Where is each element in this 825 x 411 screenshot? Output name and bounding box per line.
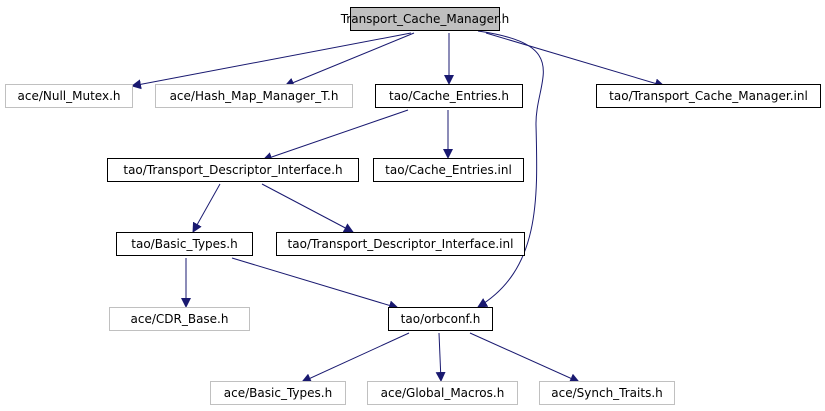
edge-root-to-tcm_inl [485, 32, 665, 89]
node-global-macros: ace/Global_Macros.h [367, 381, 518, 405]
node-label: ace/Global_Macros.h [381, 386, 505, 400]
node-root[interactable]: Transport_Cache_Manager.h [340, 7, 510, 31]
node-label: tao/Transport_Cache_Manager.inl [609, 89, 808, 103]
node-box [375, 84, 523, 108]
node-label: tao/Cache_Entries.inl [385, 163, 512, 177]
node-cache-entries-inl[interactable]: tao/Cache_Entries.inl [373, 158, 524, 182]
node-label: tao/Transport_Descriptor_Interface.h [123, 163, 342, 177]
node-hash-map: ace/Hash_Map_Manager_T.h [155, 84, 353, 108]
node-box [388, 307, 493, 331]
node-box [350, 7, 500, 31]
node-box [596, 84, 821, 108]
node-label: ace/CDR_Base.h [131, 312, 229, 326]
node-cdr-base: ace/CDR_Base.h [109, 307, 250, 331]
node-label: Transport_Cache_Manager.h [340, 12, 510, 26]
node-box [116, 232, 253, 256]
edge-root-to-orbconf [477, 30, 544, 308]
edge-basic_types_tao-to-orbconf [231, 257, 399, 311]
edge-tdi-to-tdi_inl [261, 183, 354, 233]
node-label: tao/Cache_Entries.h [389, 89, 509, 103]
edge-orbconf-to-global_macros [435, 332, 446, 382]
node-box [539, 381, 675, 405]
node-box [155, 84, 353, 108]
node-box [276, 232, 525, 256]
edge-orbconf-to-synch_traits [469, 332, 580, 383]
node-label: tao/Transport_Descriptor_Interface.inl [288, 237, 514, 251]
node-box [107, 158, 359, 182]
edge-tdi-to-basic_types_tao [192, 183, 221, 233]
node-label: tao/orbconf.h [401, 312, 481, 326]
node-cache-entries[interactable]: tao/Cache_Entries.h [375, 84, 523, 108]
edge-root-to-hash_map [284, 32, 415, 88]
node-tdi[interactable]: tao/Transport_Descriptor_Interface.h [107, 158, 359, 182]
node-box [210, 381, 346, 405]
edge-root-to-null_mutex [131, 32, 412, 90]
edges-layer [131, 30, 665, 383]
node-label: ace/Null_Mutex.h [18, 89, 121, 103]
node-synch-traits: ace/Synch_Traits.h [539, 381, 675, 405]
nodes-layer: Transport_Cache_Manager.h ace/Null_Mutex.… [5, 7, 821, 405]
node-label: tao/Basic_Types.h [131, 237, 237, 251]
edge-cache_entries-to-tdi [262, 109, 409, 162]
node-label: ace/Synch_Traits.h [551, 386, 662, 400]
node-box [5, 84, 133, 108]
node-label: ace/Hash_Map_Manager_T.h [170, 89, 339, 103]
edge-orbconf-to-basic_types_ace [301, 332, 410, 383]
node-basic-types-ace: ace/Basic_Types.h [210, 381, 346, 405]
node-box [367, 381, 518, 405]
node-box [109, 307, 250, 331]
node-tcm-inl[interactable]: tao/Transport_Cache_Manager.inl [596, 84, 821, 108]
node-tdi-inl[interactable]: tao/Transport_Descriptor_Interface.inl [276, 232, 525, 256]
node-basic-types-tao[interactable]: tao/Basic_Types.h [116, 232, 253, 256]
node-orbconf[interactable]: tao/orbconf.h [388, 307, 493, 331]
node-box [373, 158, 524, 182]
node-null-mutex: ace/Null_Mutex.h [5, 84, 133, 108]
node-label: ace/Basic_Types.h [224, 386, 332, 400]
